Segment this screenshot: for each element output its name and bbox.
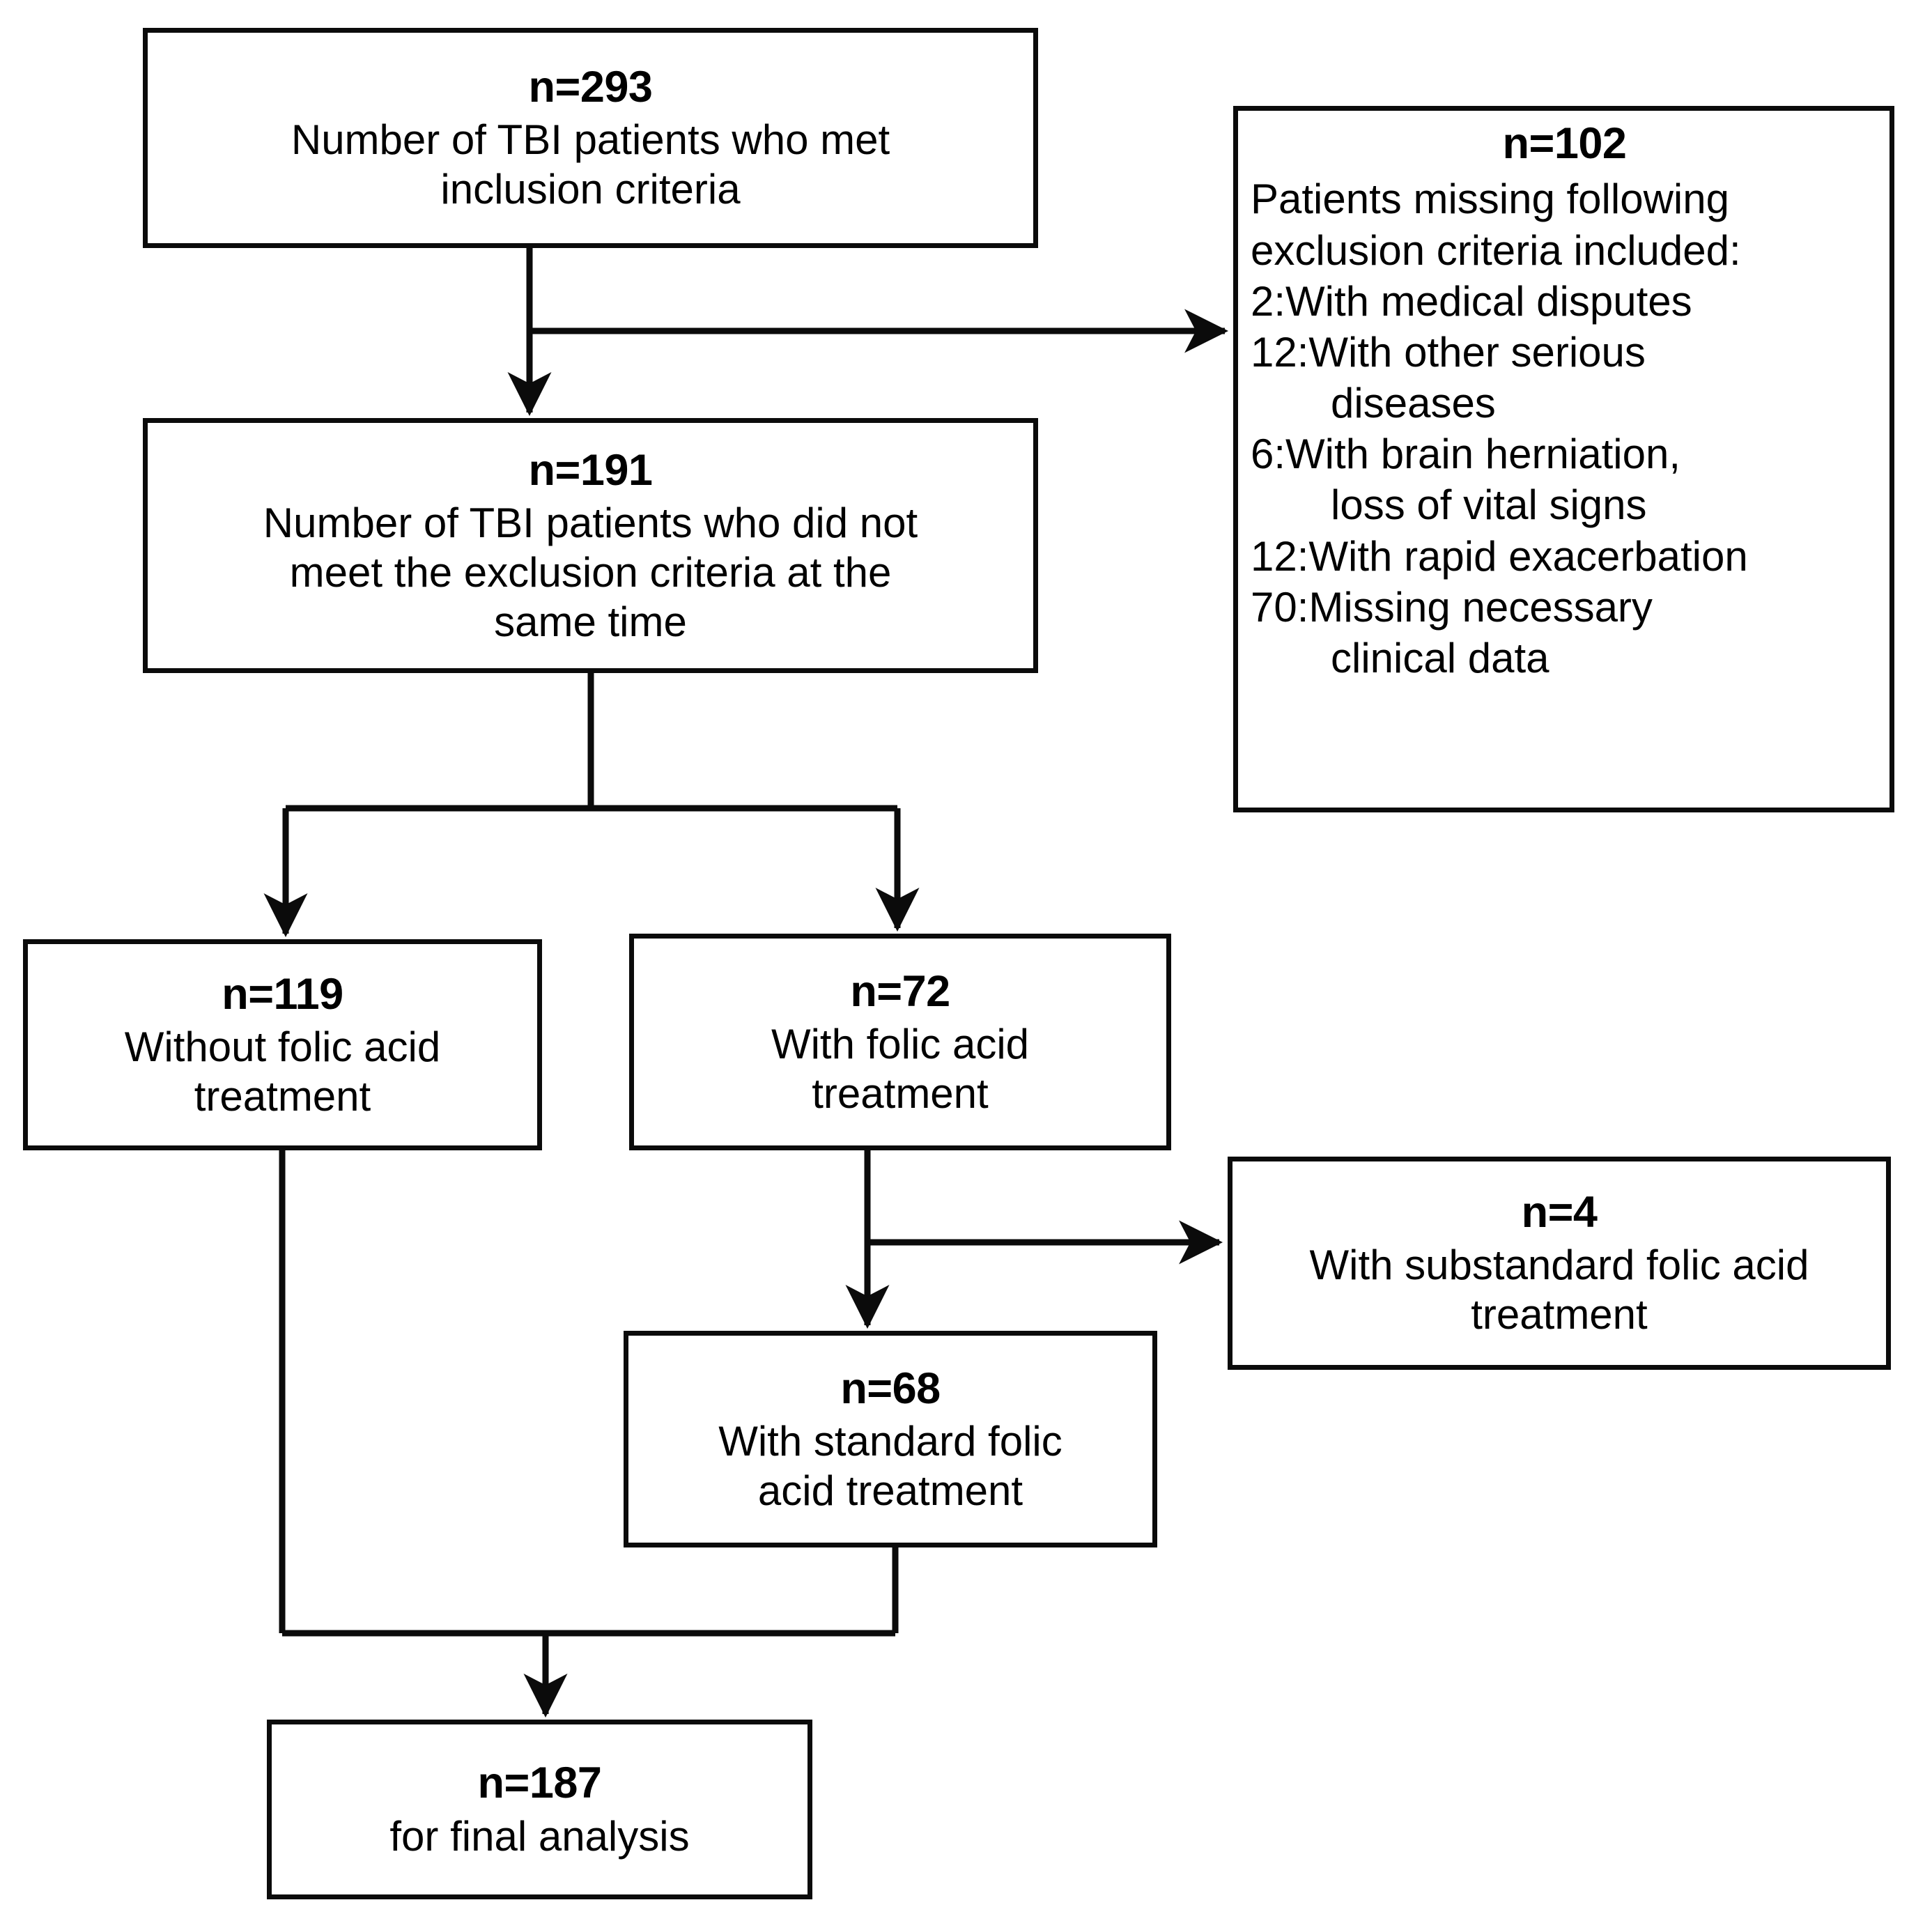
- node-eligible-count: n=191: [528, 445, 653, 495]
- node-final-analysis: n=187 for final analysis: [267, 1720, 812, 1899]
- node-excluded-lead: Patients missing following exclusion cri…: [1251, 176, 1741, 274]
- node-substandard-treatment-count: n=4: [1521, 1188, 1598, 1237]
- node-standard-treatment-text: With standard folic acid treatment: [718, 1417, 1062, 1514]
- exclusion-criterion: 12:With rapid exacerbation: [1251, 532, 1748, 580]
- exclusion-criterion: 6:With brain herniation, loss of vital s…: [1251, 431, 1680, 529]
- node-standard-treatment: n=68 With standard folic acid treatment: [624, 1331, 1157, 1547]
- node-excluded-count: n=102: [1502, 119, 1627, 168]
- node-excluded-criteria-list: 2:With medical disputes 12:With other se…: [1251, 276, 1878, 684]
- node-with-folic-acid-text: With folic acid treatment: [771, 1020, 1030, 1117]
- node-excluded: n=102 Patients missing following exclusi…: [1233, 106, 1894, 812]
- node-with-folic-acid: n=72 With folic acid treatment: [629, 934, 1171, 1150]
- node-final-analysis-count: n=187: [477, 1759, 602, 1808]
- node-screened: n=293 Number of TBI patients who met inc…: [143, 28, 1038, 248]
- exclusion-criterion: 2:With medical disputes: [1251, 277, 1692, 325]
- node-final-analysis-text: for final analysis: [389, 1812, 690, 1860]
- node-no-folic-acid: n=119 Without folic acid treatment: [23, 939, 542, 1150]
- exclusion-criterion: 70:Missing necessary clinical data: [1251, 583, 1653, 682]
- node-eligible: n=191 Number of TBI patients who did not…: [143, 418, 1038, 673]
- node-with-folic-acid-count: n=72: [850, 966, 950, 1016]
- node-eligible-text: Number of TBI patients who did not meet …: [263, 499, 918, 645]
- exclusion-criterion: 12:With other serious diseases: [1251, 328, 1646, 427]
- node-no-folic-acid-text: Without folic acid treatment: [124, 1023, 441, 1120]
- node-substandard-treatment: n=4 With substandard folic acid treatmen…: [1228, 1157, 1891, 1370]
- node-standard-treatment-count: n=68: [840, 1364, 941, 1413]
- node-screened-count: n=293: [528, 63, 653, 112]
- node-screened-text: Number of TBI patients who met inclusion…: [291, 116, 890, 213]
- node-no-folic-acid-count: n=119: [222, 969, 343, 1019]
- node-substandard-treatment-text: With substandard folic acid treatment: [1309, 1242, 1809, 1338]
